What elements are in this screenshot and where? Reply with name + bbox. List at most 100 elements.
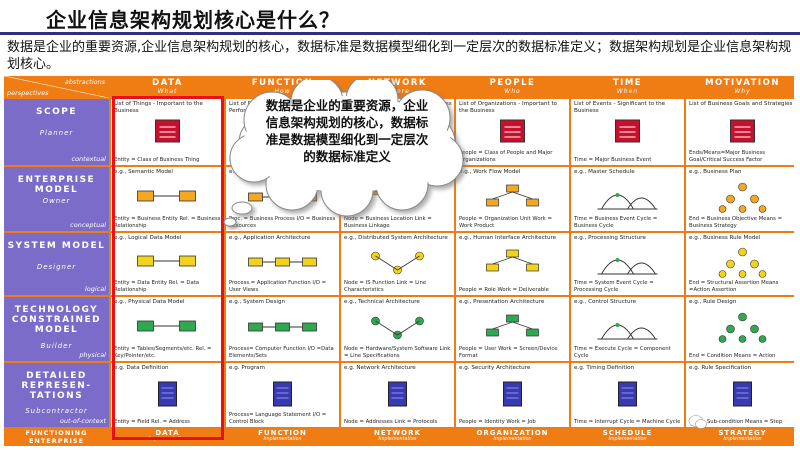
cell-model-label: e.g., System Design [229, 299, 286, 305]
column-name: TIME [612, 78, 643, 88]
corner-perspectives: perspectives [7, 89, 49, 97]
time-diagram-icon [618, 381, 637, 407]
target-diagram-icon [730, 119, 755, 143]
cell-model-label: e.g., Rule Design [689, 299, 737, 305]
cell-definition: People = Role Work = Deliverable [459, 286, 549, 293]
arrow-diagram-icon [248, 322, 317, 332]
cloud-shape [223, 73, 464, 227]
footer-sub: Implementation [723, 437, 762, 442]
cell-definition: Proc. = Business Process I/O = Business … [229, 216, 336, 229]
cell-definition: End = Condition Means = Action [689, 352, 776, 359]
cell-model-label: e.g., Work Flow Model [459, 169, 521, 175]
column-name: FUNCTION [251, 78, 314, 88]
cell-definition: People = Class of People and Major Organ… [459, 150, 553, 163]
people-diagram-icon [486, 249, 539, 272]
column-question: When [616, 88, 639, 95]
cell-definition: Node = Business Location Link = Business… [344, 216, 432, 229]
cell-model-label: e.g., Processing Structure [574, 235, 646, 241]
cell-model-label: e.g., Master Schedule [574, 169, 635, 175]
cell-definition: Entity = Class of Business Thing [114, 156, 200, 163]
callout-text: 数据是企业的重要资源，企业信息架构规划的核心，数据标准是数据模型细化到一定层次的… [265, 98, 429, 164]
footer-sub: Implementation [263, 437, 302, 442]
cell-model-label: e.g., Semantic Model [114, 169, 173, 175]
cell-definition: Entity = Data Entity Rel. = Data Relatio… [114, 280, 200, 293]
time-diagram-icon [597, 193, 658, 210]
footer-sub: Implementation [493, 437, 532, 442]
title-rule [0, 32, 800, 35]
cell-definition: Node = IS Function Link = Line Character… [344, 280, 427, 293]
cell-model-label: e.g. Program [229, 365, 265, 371]
cell-model-label: e.g., Control Structure [574, 299, 637, 305]
callout-cloud [222, 73, 472, 230]
column-question: How [274, 88, 291, 95]
cell-definition: Entity = Tables/Segments/etc. Rel. = Key… [114, 346, 212, 359]
cell-model-label: e.g., Business Rule Model [689, 235, 761, 241]
column-question: Who [504, 88, 521, 95]
corner-abstractions: abstractions [64, 78, 105, 86]
map-diagram-icon [388, 381, 407, 407]
target-diagram-icon [718, 182, 767, 213]
target-diagram-icon [718, 247, 767, 278]
time-diagram-icon [597, 323, 658, 340]
cell-definition: People = User Work = Screen/Device Forma… [459, 346, 558, 359]
target-diagram-icon [718, 312, 767, 343]
people-diagram-icon [486, 314, 539, 337]
row-name: SCOPE [36, 107, 77, 117]
row-perspective: conceptual [70, 221, 106, 229]
map-diagram-icon [371, 316, 424, 340]
footer-sub: Implementation [378, 437, 417, 442]
cell-model-label: e.g., Distributed System Architecture [344, 235, 448, 241]
cell-model-label: e.g. Security Architecture [459, 365, 531, 371]
cell-definition: Time = Business Event Cycle = Business C… [574, 216, 658, 229]
cell-definition: Ends/Means=Major Business Goal/Critical … [689, 150, 765, 163]
box-diagram-icon [137, 190, 196, 202]
row-perspective: out-of-context [59, 417, 106, 425]
cell-definition: Entity = Business Entity Rel. = Business… [114, 216, 221, 229]
cell-definition: End = Business Objective Means = Busines… [689, 216, 783, 229]
cell-model-label: e.g., Physical Data Model [114, 299, 185, 305]
framework-cell: List of Organizations - Important to the… [456, 99, 569, 165]
column-name: PEOPLE [489, 78, 536, 88]
footer-name: ORGANIZATION [476, 429, 549, 437]
row-role: Subcontractor [25, 407, 88, 415]
cell-model-label: List of Events - Significant to the Busi… [574, 101, 666, 114]
footer-name: NETWORK [374, 429, 421, 437]
footer-name: DATA [155, 429, 180, 437]
cell-definition: Process= Language Statement I/O = Contro… [229, 412, 327, 425]
slide-title: 企业信息架构规划核心是什么？ [46, 8, 340, 32]
row-role: Builder [40, 342, 73, 350]
box-diagram-icon [155, 119, 180, 143]
cell-model-label: e.g., Technical Architecture [344, 299, 420, 305]
cell-model-label: List of Business Goals and Strategies [689, 101, 793, 107]
cell-model-label: e.g., Human Interface Architecture [459, 235, 557, 241]
time-diagram-icon [597, 258, 658, 275]
cell-definition: People = Identity Work = Job [459, 418, 536, 425]
column-name: NETWORK [368, 78, 427, 88]
cell-model-label: List of Organizations - Important to the… [459, 101, 558, 114]
footer-name: SCHEDULE [602, 429, 653, 437]
cell-model-label: e.g., Business Plan [689, 169, 742, 175]
map-diagram-icon [371, 251, 424, 275]
row-perspective: physical [79, 351, 106, 359]
